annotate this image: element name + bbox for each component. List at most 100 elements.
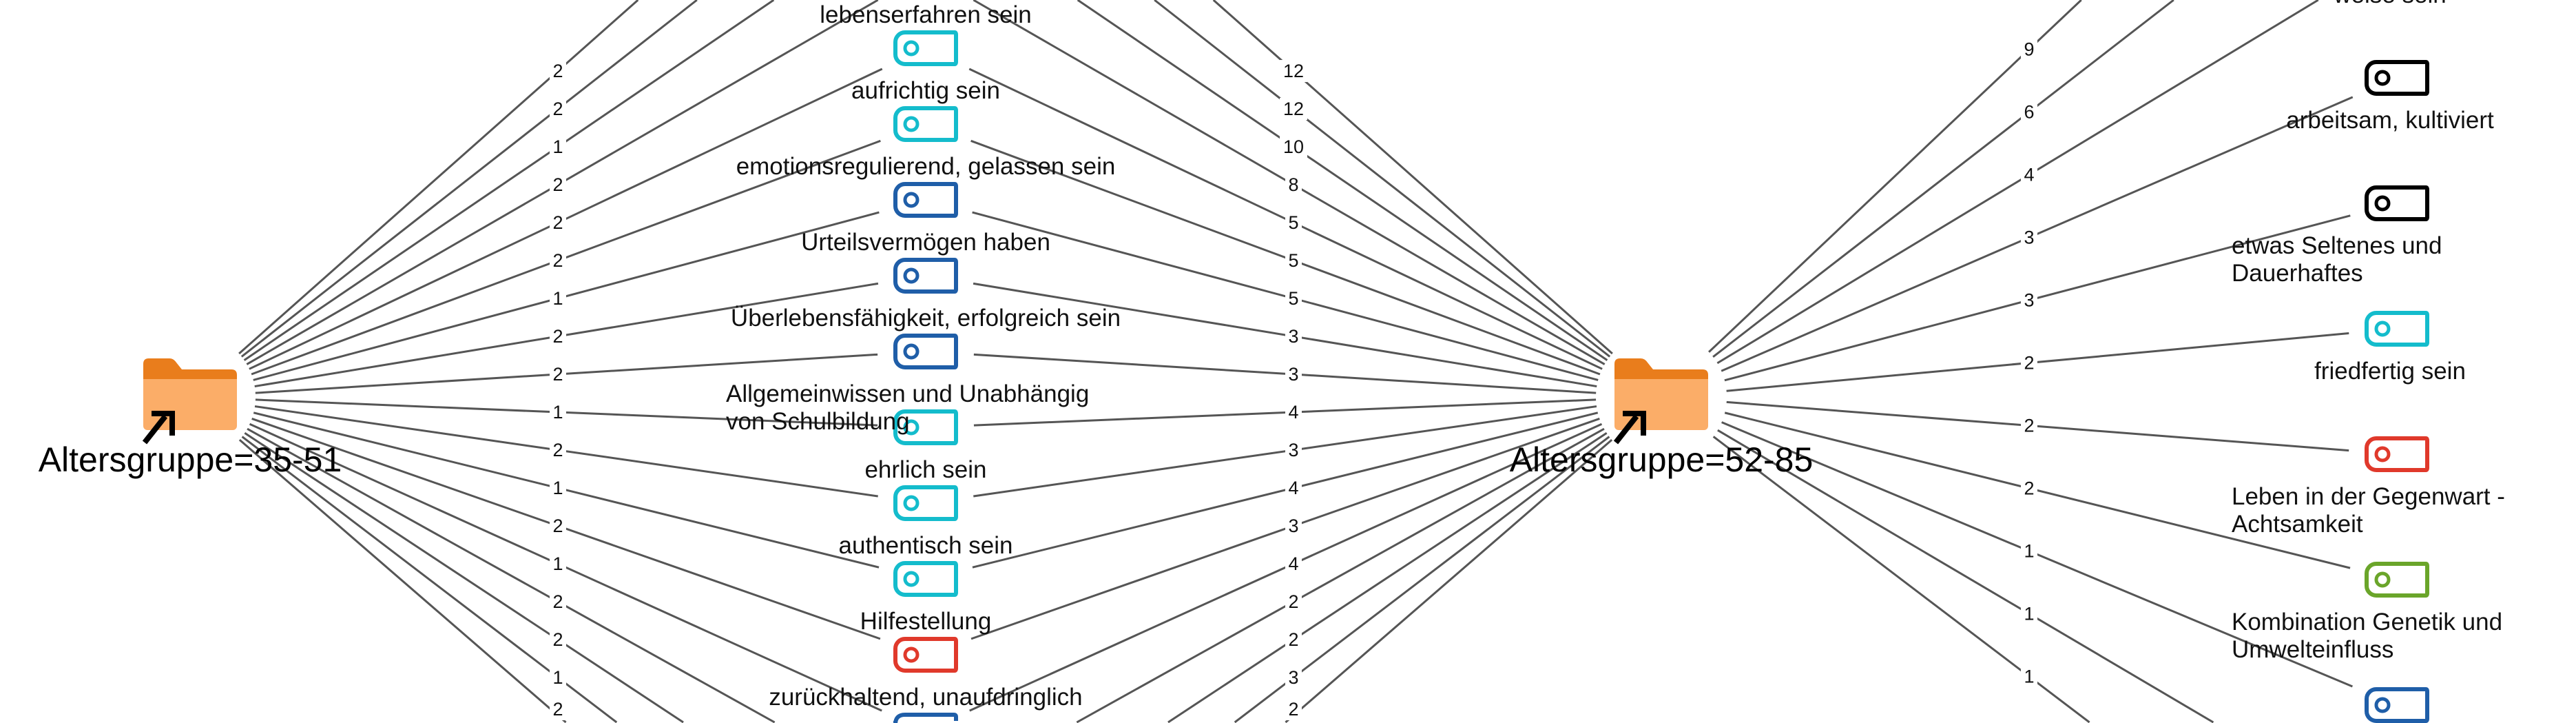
edge-right-to-center: 4 <box>973 398 1597 427</box>
edge-label-bg <box>1285 477 1302 499</box>
edge-left-to-center: 2 <box>240 0 698 358</box>
edge-label-bg <box>550 363 566 385</box>
edge-right-to-center: 3 <box>973 405 1597 498</box>
edge-weight-label: 2 <box>552 174 563 195</box>
edge-line <box>254 282 879 388</box>
tag-icon[interactable] <box>893 182 958 218</box>
node-label-text: Hilfestellung <box>860 608 992 635</box>
edge-label-bg <box>1285 698 1302 720</box>
edge-left-to-center: 2 <box>254 282 879 388</box>
edge-label-bg <box>1285 363 1302 385</box>
edge-weight-label: 1 <box>2024 541 2034 562</box>
edge-right-to-center: 8 <box>973 0 1606 365</box>
tag-icon[interactable] <box>2365 436 2429 472</box>
node-label-text: lebenserfahren sein <box>820 1 1032 28</box>
edge-weight-label: 4 <box>2024 165 2034 185</box>
edge-line <box>1716 0 2319 365</box>
edge-right-to-outer: 1 <box>1717 429 2214 723</box>
edge-label-bg <box>1285 250 1302 272</box>
tag-icon[interactable] <box>2365 311 2429 347</box>
folder-icon[interactable] <box>1613 358 1708 445</box>
edge-right-to-center: 3 <box>1234 436 1610 723</box>
edge-label-bg <box>550 666 566 689</box>
edge-right-to-center: 12 <box>1154 0 1611 358</box>
center-node-label: aufrichtig sein <box>712 77 1139 105</box>
edge-left-to-center: 2 <box>251 139 881 376</box>
edge-label-bg <box>1285 325 1302 347</box>
edge-label-bg <box>1285 174 1302 196</box>
tag-icon[interactable] <box>893 30 958 66</box>
edge-right-to-outer: 9 <box>1708 0 2082 353</box>
node-label-text: authentisch sein <box>838 532 1013 559</box>
tag-icon[interactable] <box>2365 687 2429 723</box>
center-node-label: emotionsregulierend, gelassen sein <box>712 153 1139 181</box>
edge-left-to-center: 2 <box>238 0 639 355</box>
edge-label-bg <box>550 515 566 537</box>
tag-icon[interactable] <box>893 334 958 369</box>
edge-weight-label: 9 <box>2024 39 2034 60</box>
edge-line <box>973 282 1597 388</box>
edge-weight-label: 2 <box>552 591 563 612</box>
tag-icon[interactable] <box>893 561 958 597</box>
tag-icon[interactable] <box>893 485 958 521</box>
edge-line <box>972 411 1599 569</box>
shortcut-arrow-icon <box>142 411 175 445</box>
edge-weight-label: 3 <box>2024 290 2034 311</box>
edge-weight-label: 3 <box>2024 227 2034 248</box>
edge-label-bg <box>550 325 566 347</box>
tag-icon[interactable] <box>893 106 958 142</box>
edge-right-to-outer: 6 <box>1712 0 2174 358</box>
edge-weight-label: 5 <box>1288 250 1298 271</box>
tag-icon[interactable] <box>2365 60 2429 96</box>
edge-label-bg <box>1280 136 1307 158</box>
edge-line <box>1726 400 2349 452</box>
edge-label-bg <box>550 401 566 423</box>
tag-icon[interactable] <box>893 409 958 445</box>
edge-weight-label: 8 <box>1288 174 1298 195</box>
edge-left-to-center: 2 <box>255 353 878 394</box>
edge-line <box>1724 411 2351 569</box>
edge-line <box>1212 0 1613 355</box>
tag-icon[interactable] <box>893 713 958 723</box>
edge-weight-label: 2 <box>1288 591 1298 612</box>
edge-weight-label: 1 <box>552 478 563 498</box>
edge-weight-label: 4 <box>1288 478 1298 498</box>
edge-weight-label: 3 <box>1288 326 1298 347</box>
edge-label-bg <box>2021 352 2037 374</box>
edge-left-to-center: 2 <box>244 432 684 723</box>
edge-line <box>255 398 878 427</box>
center-node-label: Überlebensfähigkeit, erfolgreich sein <box>712 305 1139 332</box>
tag-icon[interactable] <box>2365 185 2429 221</box>
center-node-label: Urteilsvermögen haben <box>712 229 1139 256</box>
tag-icon[interactable] <box>893 637 958 673</box>
edge-right-to-outer: 4 <box>1716 0 2319 365</box>
hub-label-right: Altersgruppe=52-85 <box>1509 440 1814 479</box>
node-label-text: Leben in der Gegenwart - Achtsamkeit <box>2232 483 2505 538</box>
edge-label-bg <box>2021 477 2037 500</box>
center-node-label: zurückhaltend, unaufdringlich <box>712 684 1139 711</box>
edge-weight-label: 2 <box>552 699 563 720</box>
edge-label-bg <box>1285 287 1302 309</box>
node-label-text: Allgemeinwissen und Unabhängig von Schul… <box>726 380 1090 435</box>
edges-layer: 2212221221212122121212108555334343422329… <box>238 0 2354 723</box>
edge-weight-label: 5 <box>1288 288 1298 309</box>
node-label-text: aufrichtig sein <box>851 77 1000 104</box>
edge-line <box>1076 427 1605 723</box>
edge-label-bg <box>550 439 566 461</box>
node-label-text: arbeitsam, kultiviert <box>2286 107 2494 134</box>
edge-line <box>255 353 878 394</box>
edge-label-bg <box>550 477 566 499</box>
node-label-text: Überlebensfähigkeit, erfolgreich sein <box>730 305 1121 332</box>
edge-right-to-center: 2 <box>1285 439 1613 723</box>
tag-icon[interactable] <box>2365 562 2429 598</box>
folder-icon[interactable] <box>142 358 237 445</box>
tag-icon[interactable] <box>893 258 958 294</box>
edge-line <box>243 0 775 361</box>
edge-line <box>1724 214 2351 382</box>
edge-weight-label: 2 <box>2024 478 2034 499</box>
edge-label-bg <box>2021 289 2037 312</box>
edge-line <box>254 405 878 498</box>
edge-weight-label: 2 <box>2024 416 2034 436</box>
edge-weight-label: 2 <box>2024 353 2034 374</box>
